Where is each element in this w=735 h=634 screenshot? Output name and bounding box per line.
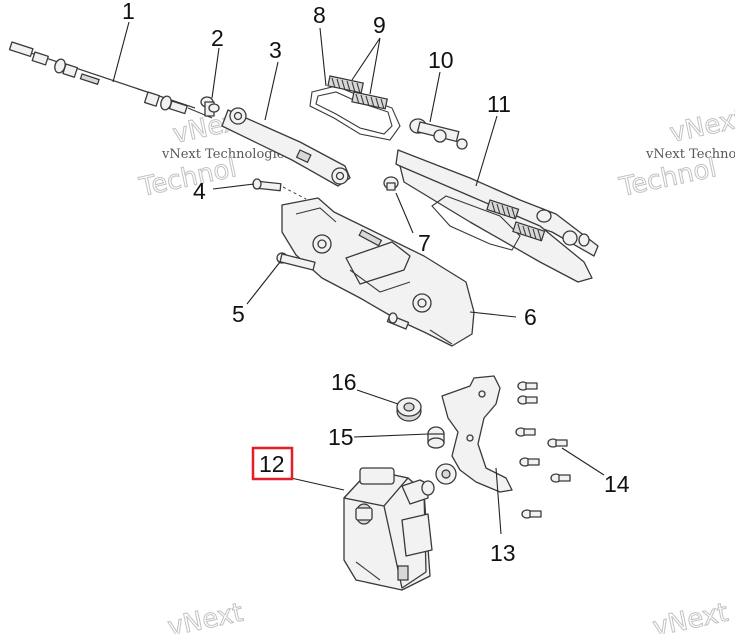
watermark-outline-vnext-bottom-left: vNext	[165, 598, 246, 634]
callout-6[interactable]: 6	[524, 304, 537, 330]
part-2-pin	[200, 96, 220, 117]
part-16-grommet	[396, 397, 422, 422]
screw-e	[519, 457, 540, 467]
part-1-cable	[8, 41, 213, 119]
part-7-bushing	[383, 176, 399, 191]
callout-4[interactable]: 4	[193, 178, 206, 204]
watermark-outline-vnext-bottom-right: vNext	[650, 598, 731, 634]
callout-2[interactable]: 2	[211, 25, 224, 51]
part-12-actuator-motor	[343, 467, 435, 591]
screw-d	[547, 438, 568, 448]
part-10-pin	[409, 118, 468, 150]
callout-12[interactable]: 12	[259, 451, 285, 477]
part-4-bolt	[252, 178, 307, 200]
callout-3[interactable]: 3	[269, 37, 282, 63]
part-6-bracket	[281, 197, 475, 347]
screw-g	[521, 509, 542, 519]
watermark-serif-text-left: vNext Technologies	[161, 147, 291, 162]
callout-13[interactable]: 13	[490, 540, 516, 566]
screw-b	[517, 395, 538, 405]
part-9-springs	[327, 75, 388, 110]
screw-c	[515, 427, 536, 437]
callout-7[interactable]: 7	[418, 230, 431, 256]
highlight-box-12	[251, 446, 294, 481]
screw-f	[550, 473, 571, 483]
watermark-serif-text-right: vNext Technologies	[645, 147, 735, 162]
part-3-link-arm	[221, 107, 351, 187]
callout-5[interactable]: 5	[232, 301, 245, 327]
watermark-outline-vnext-right: vNext	[667, 104, 735, 149]
callout-16[interactable]: 16	[331, 369, 357, 395]
part-13-actuator-bracket	[435, 375, 513, 493]
callout-9[interactable]: 9	[373, 12, 386, 38]
callout-10[interactable]: 10	[428, 47, 454, 73]
part-15-bushing	[427, 426, 445, 449]
callout-1[interactable]: 1	[122, 0, 135, 24]
leader-lines	[112, 21, 605, 535]
screw-a	[517, 381, 538, 391]
part-8-wire-clip	[309, 85, 401, 141]
part-14-screws	[515, 381, 571, 519]
part-11-linkage	[395, 149, 599, 283]
callout-15[interactable]: 15	[328, 424, 354, 450]
callout-labels: 1 2 3 4 5 6 7 8 9 10 11 12 13 14 15 16	[122, 0, 630, 566]
callout-14[interactable]: 14	[604, 471, 630, 497]
callout-8[interactable]: 8	[313, 2, 326, 28]
part-5-bolt	[276, 252, 316, 271]
callout-11[interactable]: 11	[487, 91, 511, 117]
